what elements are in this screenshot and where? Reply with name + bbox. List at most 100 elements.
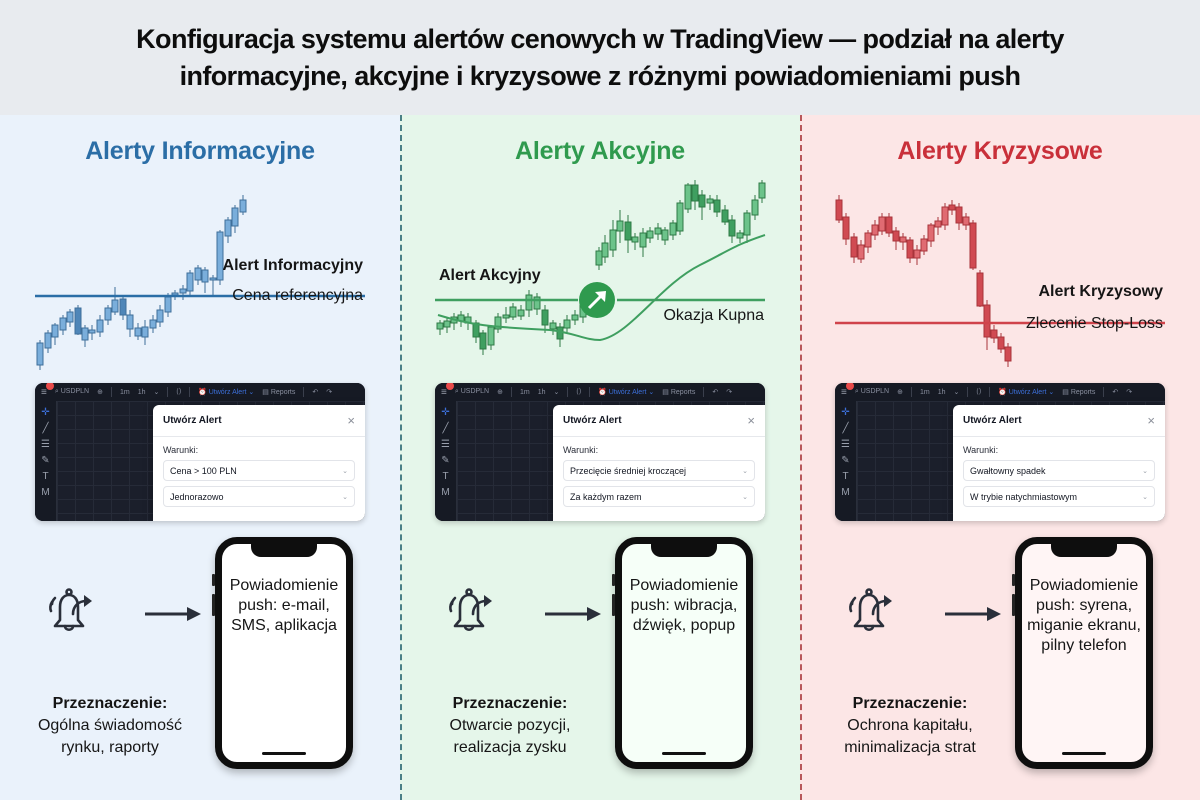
interval-1h[interactable]: 1h (937, 388, 946, 396)
symbol-search[interactable]: ⌕ USDPLN (454, 388, 490, 395)
tv-drawing-toolbar: ✛ ╱ ☰ ✎ T M (35, 401, 57, 521)
reports-button[interactable]: ▤ Reports (662, 389, 696, 396)
toolbar-divider (1103, 387, 1105, 397)
brush-icon[interactable]: ✎ (41, 455, 50, 466)
crosshair-icon[interactable]: ✛ (841, 407, 850, 418)
frequency-select[interactable]: Jednorazowo⌄ (163, 486, 355, 507)
trendline-icon[interactable]: ╱ (842, 423, 849, 434)
right-arrow-icon (545, 607, 601, 621)
create-alert-button[interactable]: ⏰ Utwórz Alert ⌄ (598, 389, 655, 396)
symbol-search[interactable]: ⌕ USDPLN (854, 388, 890, 395)
menu-icon[interactable]: ≡ (441, 383, 454, 398)
bell-icon (449, 588, 492, 632)
interval-1h[interactable]: 1h (137, 388, 146, 396)
text-tool-icon[interactable]: T (42, 471, 49, 482)
trendline-icon[interactable]: ╱ (442, 423, 449, 434)
interval-1h[interactable]: 1h (537, 388, 546, 396)
phone-side-button (612, 574, 615, 586)
toolbar-divider (167, 387, 169, 397)
conditions-label: Warunki: (563, 445, 599, 455)
interval-1m[interactable]: 1m (120, 388, 130, 396)
indicators-icon[interactable]: ⟮⟯ (976, 388, 982, 395)
fib-lines-icon[interactable]: ☰ (41, 439, 50, 450)
dialog-title: Utwórz Alert (563, 415, 622, 426)
indicators-icon[interactable]: ⟮⟯ (176, 388, 182, 395)
pattern-icon[interactable]: M (841, 487, 850, 498)
interval-dropdown-icon[interactable]: ⌄ (953, 389, 960, 396)
condition-select[interactable]: Przecięcie średniej kroczącej⌄ (563, 460, 755, 481)
candlestick-chart: Alert Informacyjny Cena referencyjna (0, 175, 400, 385)
close-icon[interactable]: × (747, 413, 755, 428)
indicators-icon[interactable]: ⟮⟯ (576, 388, 582, 395)
create-alert-button[interactable]: ⏰ Utwórz Alert ⌄ (198, 389, 255, 396)
interval-dropdown-icon[interactable]: ⌄ (153, 389, 160, 396)
create-alert-button[interactable]: ⏰ Utwórz Alert ⌄ (998, 389, 1055, 396)
trendline-icon[interactable]: ╱ (42, 423, 49, 434)
pattern-icon[interactable]: M (41, 487, 50, 498)
push-notification-text: Powiadomienie push: e-mail, SMS, aplikac… (229, 577, 339, 634)
conditions-label: Warunki: (963, 445, 999, 455)
brush-icon[interactable]: ✎ (841, 455, 850, 466)
condition-select[interactable]: Gwałtowny spadek⌄ (963, 460, 1155, 481)
phone-mockup: Powiadomienie push: wibracja, dźwięk, po… (612, 537, 753, 769)
action-chart-svg (435, 180, 766, 355)
purpose-block: Przeznaczenie: Otwarcie pozycji, realiza… (420, 693, 600, 759)
tv-toolbar: ≡ ⌕ USDPLN ⊕ 1m 1h ⌄ ⟮⟯ ⏰ Utwórz Alert ⌄… (35, 383, 365, 401)
dialog-header: Utwórz Alert × (153, 405, 365, 437)
redo-icon[interactable]: ↷ (726, 389, 733, 396)
reports-button[interactable]: ▤ Reports (262, 389, 296, 396)
chevron-down-icon: ⌄ (342, 493, 348, 501)
undo-icon[interactable]: ↶ (312, 389, 319, 396)
phone-home-indicator (262, 752, 306, 755)
symbol-label: USDPLN (460, 388, 490, 395)
crisis-chart-svg (835, 195, 1165, 367)
right-arrow-icon (945, 607, 1001, 621)
pattern-icon[interactable]: M (441, 487, 450, 498)
panel-title: Alerty Kryzysowe (897, 137, 1103, 165)
menu-icon[interactable]: ≡ (41, 383, 54, 398)
close-icon[interactable]: × (347, 413, 355, 428)
crosshair-icon[interactable]: ✛ (441, 407, 450, 418)
interval-dropdown-icon[interactable]: ⌄ (553, 389, 560, 396)
symbol-search[interactable]: ⌕ USDPLN (54, 388, 90, 395)
redo-icon[interactable]: ↷ (1126, 389, 1133, 396)
dialog-body: Warunki: Cena > 100 PLN⌄ Jednorazowo⌄ (153, 437, 365, 520)
text-tool-icon[interactable]: T (442, 471, 449, 482)
menu-icon[interactable]: ≡ (841, 383, 854, 398)
reference-price-label: Cena referencyjna (232, 287, 363, 304)
crosshair-icon[interactable]: ✛ (41, 407, 50, 418)
tradingview-window: ≡ ⌕ USDPLN ⊕ 1m 1h ⌄ ⟮⟯ ⏰ Utwórz Alert ⌄… (435, 383, 765, 521)
interval-1m[interactable]: 1m (520, 388, 530, 396)
frequency-select[interactable]: Za każdym razem⌄ (563, 486, 755, 507)
chevron-down-icon: ⌄ (342, 467, 348, 475)
undo-icon[interactable]: ↶ (1112, 389, 1119, 396)
create-alert-label: Utwórz Alert (1008, 389, 1047, 396)
fib-lines-icon[interactable]: ☰ (841, 439, 850, 450)
fib-lines-icon[interactable]: ☰ (441, 439, 450, 450)
condition-select[interactable]: Cena > 100 PLN⌄ (163, 460, 355, 481)
panel-action-alerts: Alerty Akcyjne (400, 115, 800, 800)
interval-1m[interactable]: 1m (920, 388, 930, 396)
brush-icon[interactable]: ✎ (441, 455, 450, 466)
phone-side-button (1012, 594, 1015, 616)
toolbar-divider (189, 387, 191, 397)
undo-icon[interactable]: ↶ (712, 389, 719, 396)
frequency-select[interactable]: W trybie natychmiastowym⌄ (963, 486, 1155, 507)
dialog-header: Utwórz Alert × (553, 405, 765, 437)
redo-icon[interactable]: ↷ (326, 389, 333, 396)
text-tool-icon[interactable]: T (842, 471, 849, 482)
condition-value: Przecięcie średniej kroczącej (570, 465, 687, 476)
dialog-title: Utwórz Alert (163, 415, 222, 426)
panel-crisis-alerts: Alerty Kryzysowe (800, 115, 1200, 800)
dialog-body: Warunki: Przecięcie średniej kroczącej⌄ … (553, 437, 765, 520)
add-symbol-icon[interactable]: ⊕ (897, 389, 903, 396)
create-alert-dialog: Utwórz Alert × Warunki: Gwałtowny spadek… (953, 405, 1165, 521)
add-symbol-icon[interactable]: ⊕ (97, 389, 103, 396)
panel-info-alerts: Alerty Informacyjne (0, 115, 400, 800)
phone-mockup: Powiadomienie push: syrena, miganie ekra… (1012, 537, 1153, 769)
toolbar-divider (567, 387, 569, 397)
reports-button[interactable]: ▤ Reports (1062, 389, 1096, 396)
close-icon[interactable]: × (1147, 413, 1155, 428)
add-symbol-icon[interactable]: ⊕ (497, 389, 503, 396)
purpose-text: Otwarcie pozycji, realizacja zysku (449, 717, 571, 756)
